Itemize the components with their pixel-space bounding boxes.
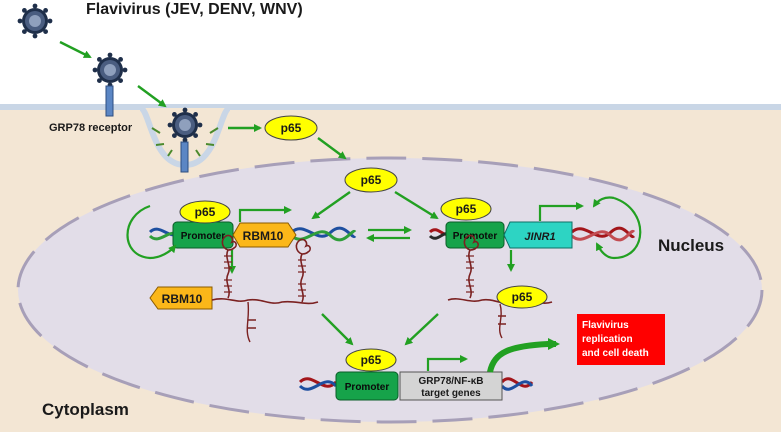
- promoter-target-label: Promoter: [345, 382, 390, 393]
- transcription-start-rbm10: [238, 206, 292, 222]
- jinr1-rna-lower: [498, 303, 506, 339]
- promoter-target: [335, 371, 399, 401]
- p65-target: [345, 348, 397, 372]
- target-genes: [399, 371, 503, 401]
- transcription-start-target: [426, 355, 468, 371]
- grp78-receptor-2: [180, 141, 189, 173]
- jinr1-gene-label: JINR1: [524, 231, 555, 243]
- plasma-membrane: [0, 104, 781, 110]
- target-genes-line2: target genes: [421, 388, 481, 399]
- promoter-jinr1-label: Promoter: [453, 231, 498, 242]
- target-genes-line1: GRP78/NF-κB: [418, 376, 483, 387]
- receptor-label: GRP78 receptor: [49, 122, 133, 134]
- p65-cytoplasm: [264, 115, 318, 141]
- arrow-rbm10-to-target: [321, 313, 354, 346]
- jinr1-gene: [503, 221, 573, 249]
- rbm10-gene-label: RBM10: [243, 229, 284, 243]
- arrow-entry-1: [59, 40, 92, 59]
- rbm10-gene: [232, 222, 297, 248]
- dna-target-strand-2: [298, 380, 338, 391]
- rbm10-rna-lower: [246, 301, 256, 343]
- transcription-start-jinr1: [538, 202, 584, 221]
- dna-jinr1-strand-4: [570, 230, 636, 242]
- rbm10-protein-label: RBM10: [162, 292, 203, 306]
- rbm10-rna-backbone: [211, 298, 319, 305]
- virion-1-icon: [17, 3, 53, 39]
- p65-jinr1-rna: [496, 285, 548, 309]
- dna-target-strand-4: [500, 380, 534, 391]
- p65-nucleus: [344, 167, 398, 193]
- p65-jinr1-rna-label: p65: [512, 290, 533, 304]
- arrow-to-outcome: [487, 338, 560, 373]
- virion-3-icon: [167, 107, 203, 143]
- p65-rbm10: [179, 200, 231, 224]
- promoter-rbm10-label: Promoter: [181, 231, 226, 242]
- virion-2-icon: [92, 52, 128, 88]
- outcome-box: [577, 314, 665, 365]
- p65-nucleus-label: p65: [361, 173, 382, 187]
- arrow-p65-to-nucleus: [317, 137, 347, 160]
- p65-rbm10-label: p65: [195, 205, 216, 219]
- arrow-jinr1-to-target: [404, 313, 439, 346]
- feedback-loop-rbm10: [126, 204, 177, 260]
- p65-jinr1: [440, 197, 492, 221]
- feedback-loop-jinr1-top: [592, 196, 615, 208]
- outcome-line-2: replication: [582, 334, 633, 345]
- p65-target-label: p65: [361, 353, 382, 367]
- feedback-loop-jinr1: [596, 196, 642, 260]
- arrow-p65-to-rbm10: [311, 191, 351, 220]
- title: Flavivirus (JEV, DENV, WNV): [86, 1, 303, 18]
- p65-cytoplasm-label: p65: [281, 121, 302, 135]
- arrow-entry-2: [137, 85, 167, 108]
- nucleus-label: Nucleus: [658, 236, 724, 255]
- rbm10-protein: [149, 286, 213, 310]
- outcome-line-3: and cell death: [582, 348, 649, 359]
- cytoplasm-label: Cytoplasm: [42, 400, 129, 419]
- arrow-p65-to-jinr1: [394, 190, 439, 220]
- p65-jinr1-label: p65: [456, 202, 477, 216]
- outcome-line-1: Flavivirus: [582, 320, 629, 331]
- endosome-coat: [151, 127, 219, 157]
- grp78-receptor-1: [105, 85, 114, 117]
